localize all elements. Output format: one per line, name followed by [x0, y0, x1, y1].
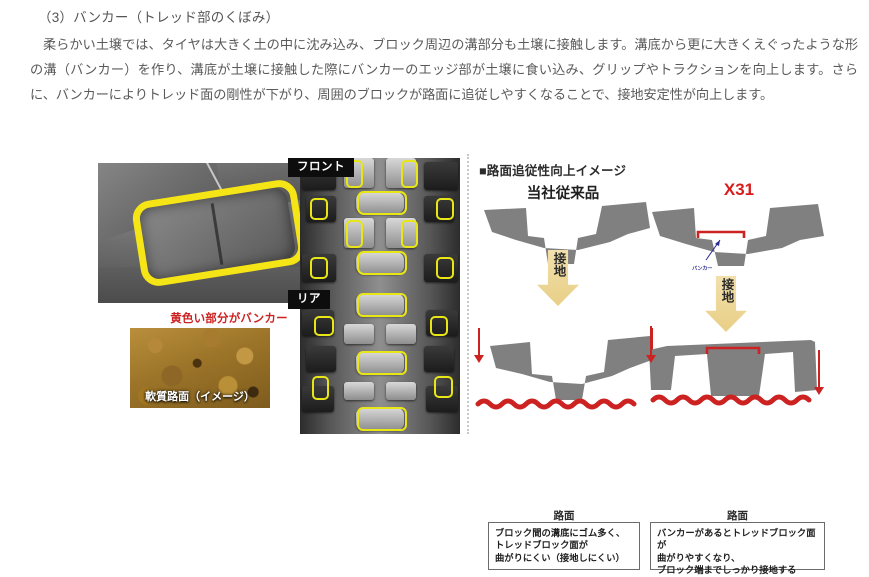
body-paragraph: 柔らかい土壌では、タイヤは大きく土の中に沈み込み、ブロック周辺の溝部分も土壌に接…	[30, 37, 858, 102]
caption-line: 曲がりやすくなり、	[657, 552, 741, 563]
document-page: （3）バンカー（トレッド部のくぼみ） 柔らかい土壌では、タイヤは大きく土の中に沈…	[0, 0, 869, 438]
soil-photo-label: 軟質路面（イメージ）	[145, 391, 255, 403]
caption-line: ブロック間の溝底にゴム多く、	[495, 528, 626, 538]
bunker-annotation-label: バンカー	[692, 266, 713, 272]
conventional-lower-tire	[475, 336, 652, 410]
x31-upper-tire	[652, 204, 824, 266]
vertical-divider	[467, 154, 469, 434]
front-tread-badge: フロント	[288, 158, 354, 177]
x31-lower-tire	[649, 340, 817, 406]
caption-line: ブロック端までしっかり接地する	[657, 565, 797, 576]
rear-tread-photo	[300, 290, 460, 434]
conventional-upper-tire	[484, 202, 650, 264]
caption-line: 曲がりにくい（接地しにくい）	[495, 552, 625, 563]
rear-tread-badge: リア	[288, 290, 330, 309]
caption-line: トレッドブロック面が	[495, 540, 588, 551]
x31-road-label: 路面	[727, 510, 748, 522]
x31-right-red-arrow	[814, 350, 824, 395]
conventional-column-title: 当社従来品	[526, 186, 600, 202]
conventional-caption-box: ブロック間の溝底にゴム多く、 トレッドブロック面が 曲がりにくい（接地しにくい）	[488, 522, 640, 570]
text-block: （3）バンカー（トレッド部のくぼみ） 柔らかい土壌では、タイヤは大きく土の中に沈…	[30, 6, 858, 107]
x31-caption-box: バンカーがあるとトレッドブロック面が 曲がりやすくなり、 ブロック端までしっかり…	[650, 522, 825, 575]
front-tread-photo	[300, 158, 460, 290]
x31-column-title: X31	[723, 180, 755, 199]
conventional-left-red-arrow	[474, 328, 484, 363]
figure-area: 黄色い部分がバンカー 軟質路面（イメージ）	[0, 150, 869, 575]
mold-photo-caption: 黄色い部分がバンカー	[170, 313, 288, 325]
conventional-contact-arrow-label: 接地	[551, 252, 566, 277]
caption-line: バンカーがあるとトレッドブロック面が	[657, 528, 816, 551]
x31-left-red-arrow	[646, 326, 656, 363]
diagram-title: ■路面追従性向上イメージ	[479, 164, 627, 178]
conventional-road-label: 路面	[553, 510, 575, 522]
x31-contact-arrow-label: 接地	[719, 278, 734, 303]
section-heading: （3）バンカー（トレッド部のくぼみ）	[38, 10, 280, 25]
soil-photo: 軟質路面（イメージ）	[130, 328, 270, 408]
